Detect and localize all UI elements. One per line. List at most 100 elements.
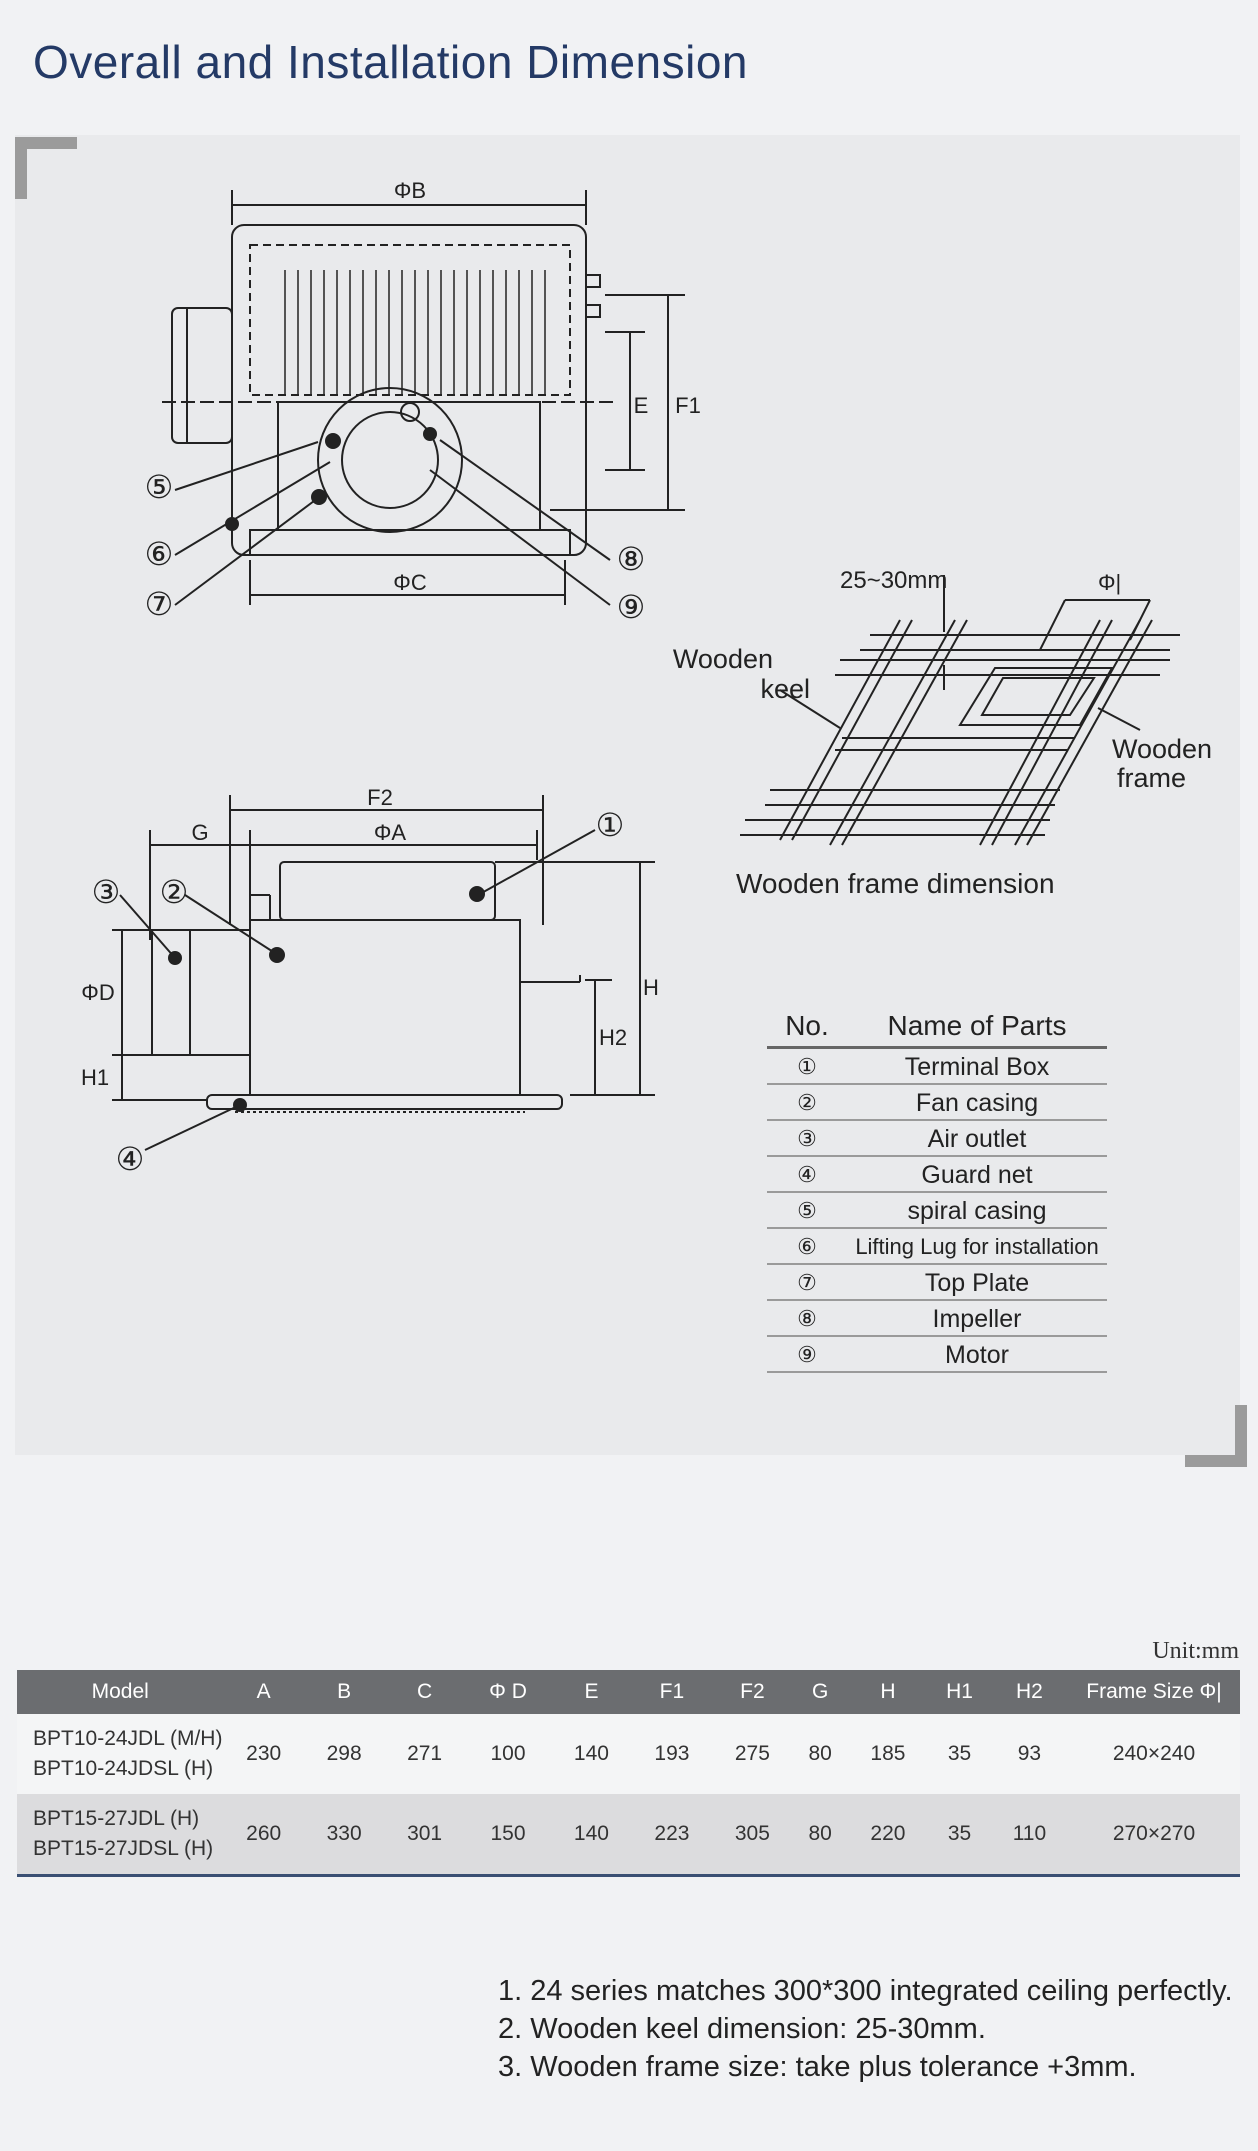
dim-label-H1: H1 — [81, 1065, 109, 1090]
value-cell: 230 — [223, 1714, 304, 1794]
parts-header-no: No. — [785, 1010, 829, 1041]
model-name: BPT10-24JDSL (H) — [33, 1757, 214, 1780]
table-row: BPT15-27JDL (H)BPT15-27JDSL (H) 260 330 … — [17, 1794, 1240, 1877]
model-cell: BPT10-24JDL (M/H) BPT10-24JDSL (H) — [17, 1714, 224, 1794]
parts-row: ⑨ Motor — [767, 1337, 1107, 1373]
note-line: 1. 24 series matches 300*300 integrated … — [498, 1975, 1233, 2007]
value-cell: 330 — [303, 1794, 385, 1877]
header-model: Model — [17, 1670, 224, 1714]
value-cell: 35 — [928, 1714, 991, 1794]
parts-row: ⑧ Impeller — [767, 1301, 1107, 1337]
part-number: ① — [797, 1054, 817, 1079]
value-cell: 140 — [551, 1794, 632, 1877]
header-f2: F2 — [712, 1670, 793, 1714]
part-number: ⑨ — [797, 1342, 817, 1367]
note-line: 2. Wooden keel dimension: 25-30mm. — [498, 2013, 986, 2045]
wooden-keel-label-line1: Wooden — [673, 644, 773, 674]
callout-8: ⑧ — [617, 541, 646, 577]
header-f1: F1 — [631, 1670, 713, 1714]
dim-label-C: ΦC — [393, 570, 427, 595]
page-title: Overall and Installation Dimension — [33, 36, 749, 88]
dim-label-A: ΦA — [374, 820, 407, 845]
value-cell: 35 — [928, 1794, 991, 1877]
header-c: C — [384, 1670, 465, 1714]
header-h1: H1 — [928, 1670, 991, 1714]
callout-1: ① — [596, 807, 625, 843]
value-cell: 100 — [464, 1714, 552, 1794]
callout-3: ③ — [92, 874, 121, 910]
dim-label-F1: F1 — [675, 393, 701, 418]
header-h2: H2 — [990, 1670, 1068, 1714]
part-name: Lifting Lug for installation — [855, 1234, 1099, 1259]
phi-label: Φ| — [1098, 570, 1121, 595]
value-cell: 298 — [303, 1714, 385, 1794]
header-frame-size: Frame Size Φ| — [1068, 1670, 1240, 1714]
part-name: Terminal Box — [904, 1053, 1050, 1081]
value-cell: 260 — [223, 1794, 304, 1877]
value-cell: 271 — [384, 1714, 465, 1794]
model-name: BPT10-24JDL (M/H) — [33, 1727, 223, 1750]
table-row: BPT10-24JDL (M/H) BPT10-24JDSL (H) 230 29… — [17, 1714, 1240, 1794]
corner-mark-top-left — [15, 137, 77, 199]
value-cell: 301 — [384, 1794, 465, 1877]
part-number: ⑤ — [797, 1198, 817, 1223]
part-number: ⑧ — [797, 1306, 817, 1331]
part-name: Impeller — [932, 1305, 1022, 1333]
spec-table: Model A B C Φ D E F1 F2 G H H1 H2 Frame … — [17, 1670, 1240, 1877]
callout-4: ④ — [116, 1141, 145, 1177]
value-cell: 223 — [631, 1794, 713, 1877]
header-a: A — [223, 1670, 304, 1714]
model-name: BPT15-27JDSL (H) — [33, 1837, 214, 1860]
dim-label-F2: F2 — [367, 785, 393, 810]
callout-7: ⑦ — [145, 586, 174, 622]
value-cell: 305 — [712, 1794, 793, 1877]
model-name: BPT15-27JDL (H) — [33, 1807, 200, 1830]
part-name: Motor — [945, 1341, 1009, 1369]
side-view — [112, 795, 655, 1151]
installation-drawing: ΦB ΦC E F1 F2 G ΦA ΦD H1 H2 H ① ② ③ ④ ⑤ … — [81, 178, 1212, 1177]
part-name: spiral casing — [907, 1197, 1047, 1225]
dim-label-H2: H2 — [599, 1025, 627, 1050]
value-cell: 185 — [847, 1714, 929, 1794]
dim-label-E: E — [634, 393, 649, 418]
value-cell: 80 — [792, 1794, 848, 1877]
gap-label: 25~30mm — [840, 567, 947, 594]
callout-5: ⑤ — [145, 469, 174, 505]
frame-size-cell: 240×240 — [1068, 1714, 1240, 1794]
frame-view — [740, 575, 1180, 846]
part-number: ③ — [797, 1126, 817, 1151]
value-cell: 93 — [990, 1714, 1068, 1794]
model-cell: BPT15-27JDL (H) BPT15-27JDSL (H) — [17, 1794, 224, 1877]
callout-6: ⑥ — [145, 536, 174, 572]
notes: 1. 24 series matches 300*300 integrated … — [498, 1972, 1233, 2086]
value-cell: 140 — [551, 1714, 632, 1794]
parts-table: No. Name of Parts ① Terminal Box ② Fan cas… — [767, 1010, 1107, 1373]
part-name: Fan casing — [915, 1089, 1039, 1117]
dim-label-D: ΦD — [81, 980, 114, 1005]
part-number: ② — [797, 1090, 817, 1115]
parts-row: ⑤ spiral casing — [767, 1193, 1107, 1229]
parts-row: ① Terminal Box — [767, 1049, 1107, 1085]
dim-label-G: G — [191, 820, 208, 845]
part-number: ⑦ — [797, 1270, 817, 1295]
diagram-panel — [15, 135, 1240, 1455]
value-cell: 193 — [631, 1714, 713, 1794]
corner-mark-bottom-right — [1185, 1405, 1247, 1467]
dim-label-H: H — [643, 975, 659, 1000]
header-e: E — [551, 1670, 632, 1714]
top-view — [162, 190, 685, 606]
value-cell: 220 — [847, 1794, 929, 1877]
wooden-keel-label-line2: keel — [760, 674, 810, 704]
spec-table-header: Model A B C Φ D E F1 F2 G H H1 H2 Frame … — [17, 1670, 1240, 1714]
note-line: 3. Wooden frame size: take plus toleranc… — [498, 2051, 1137, 2083]
part-name: Guard net — [921, 1161, 1033, 1189]
parts-header-name: Name of Parts — [887, 1010, 1067, 1041]
value-cell: 275 — [712, 1714, 793, 1794]
part-number: ⑥ — [797, 1234, 817, 1259]
callout-2: ② — [160, 874, 189, 910]
frame-view-caption: Wooden frame dimension — [736, 868, 1055, 899]
parts-row: ⑥ Lifting Lug for installation — [767, 1229, 1107, 1265]
